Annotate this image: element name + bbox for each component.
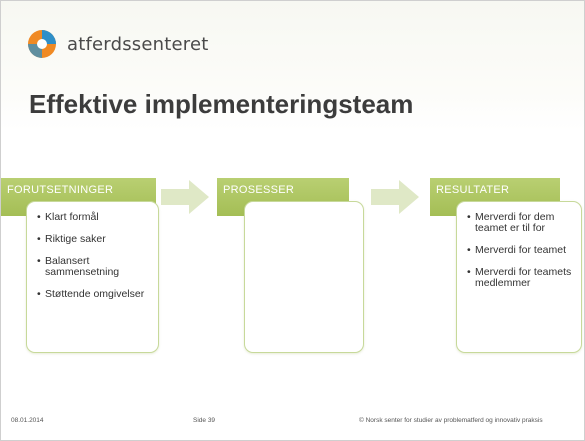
bullet-item: Støttende omgivelser — [37, 289, 152, 301]
bullet-item: Merverdi for teamets medlemmer — [467, 267, 575, 289]
bullet-item: Riktige saker — [37, 234, 152, 246]
arrow-right-icon — [161, 180, 209, 214]
bullet-list-forutsetninger: Klart formål Riktige saker Balansert sam… — [27, 202, 158, 301]
logo-text: atferdssenteret — [67, 33, 209, 55]
bullet-item: Balansert sammensetning — [37, 256, 152, 278]
header-band — [1, 1, 584, 131]
column-content-resultater: Merverdi for dem teamet er til for Merve… — [456, 201, 582, 353]
bullet-list-resultater: Merverdi for dem teamet er til for Merve… — [457, 202, 581, 289]
footer-copyright: © Norsk senter for studier av problematf… — [359, 417, 543, 424]
slide-title: Effektive implementeringsteam — [29, 89, 414, 119]
logo: atferdssenteret — [27, 29, 209, 59]
logo-mark-icon — [28, 30, 56, 58]
footer-date: 08.01.2014 — [11, 417, 44, 424]
bullet-item: Merverdi for dem teamet er til for — [467, 212, 575, 234]
footer-page-number: Side 39 — [193, 417, 216, 424]
column-content-prosesser — [244, 201, 364, 353]
arrow-right-icon — [371, 180, 419, 214]
column-content-forutsetninger: Klart formål Riktige saker Balansert sam… — [26, 201, 159, 353]
process-flow: FORUTSETNINGER Klart formål Riktige sake… — [1, 178, 584, 378]
bullet-item: Merverdi for teamet — [467, 245, 575, 257]
bullet-item: Klart formål — [37, 212, 152, 224]
